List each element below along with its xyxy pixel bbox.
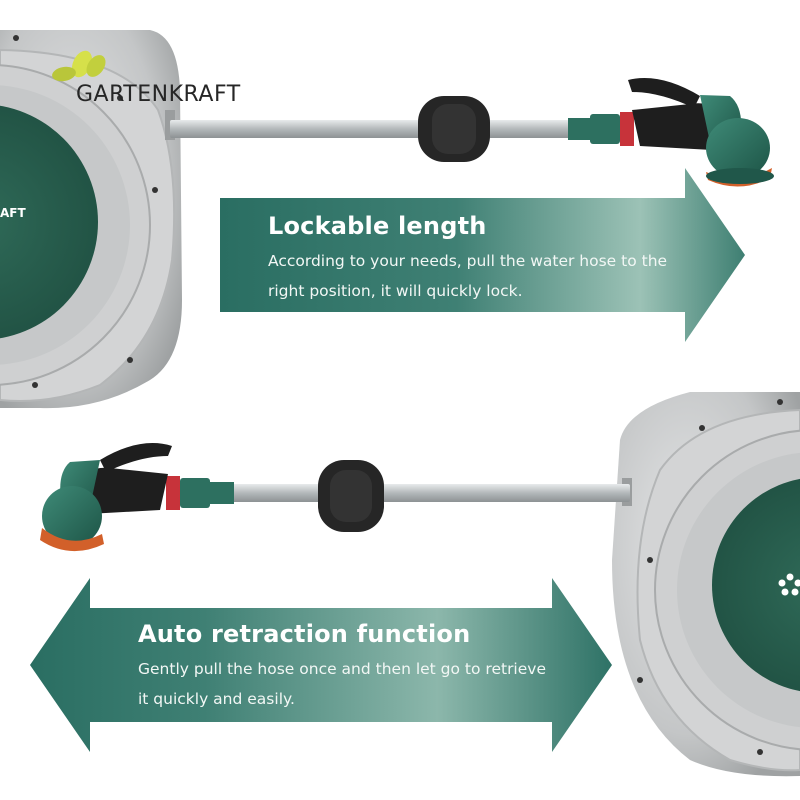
reel-drum-bottom <box>712 478 800 692</box>
hose-top <box>170 96 580 162</box>
arrow-banner-double <box>30 578 612 752</box>
feature-auto-retraction: Auto retraction function Gently pull the… <box>138 620 558 714</box>
feature-description: Gently pull the hose once and then let g… <box>138 660 546 708</box>
feature-title: Lockable length <box>268 212 487 240</box>
flower-logo-icon <box>778 573 800 596</box>
reel-brand-label: AFT <box>0 206 26 220</box>
feature-title: Auto retraction function <box>138 620 471 648</box>
hose-bottom <box>230 460 630 532</box>
brand-name: GARTENKRAFT <box>76 82 241 107</box>
leaf-logo-icon <box>52 50 106 82</box>
feature-lockable-length: Lockable length According to your needs,… <box>268 212 708 306</box>
hose-reel-top <box>0 30 182 409</box>
arrow-banner-right <box>220 168 745 342</box>
spray-nozzle-bottom <box>40 443 234 552</box>
brand-logo: GARTENKRAFT <box>52 50 252 110</box>
hose-reel-bottom <box>612 392 800 777</box>
reel-drum-top <box>0 105 98 339</box>
feature-description: According to your needs, pull the water … <box>268 252 668 300</box>
spray-nozzle-top <box>568 78 774 187</box>
